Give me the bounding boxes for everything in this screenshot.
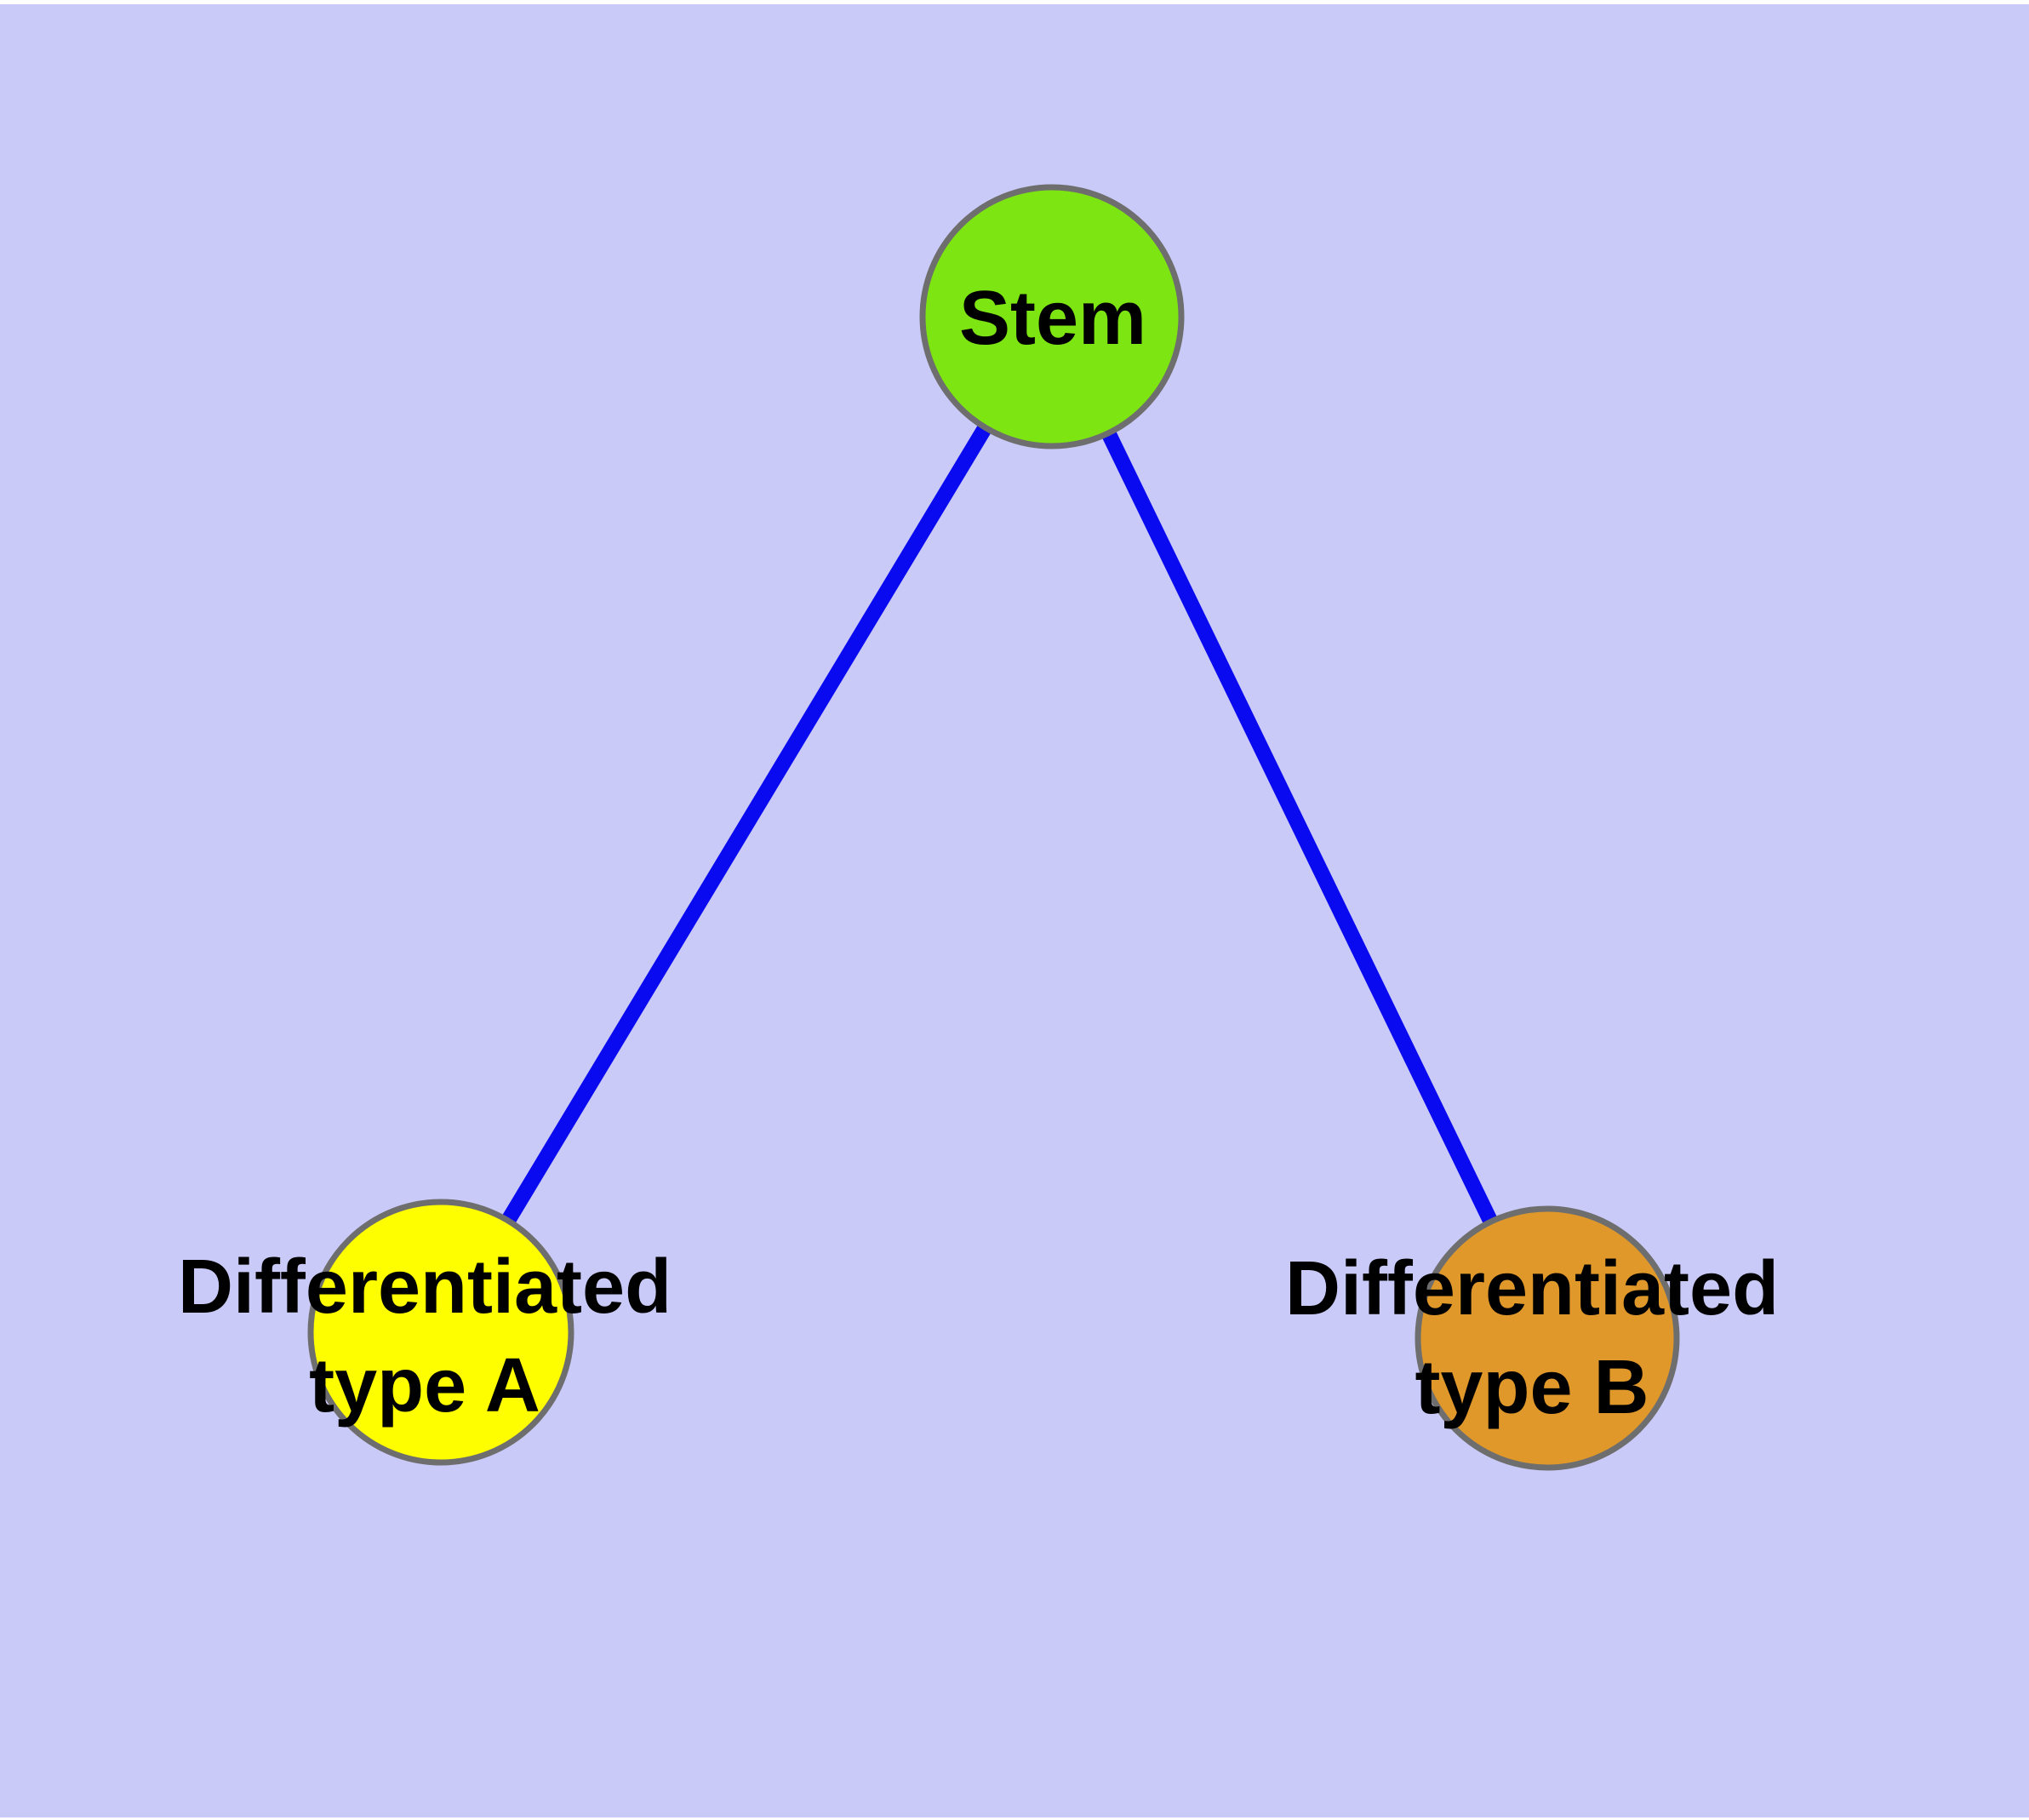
node-stem	[919, 184, 1185, 449]
node-diff-b	[1415, 1205, 1680, 1471]
edge-stem-to-diff-a	[434, 312, 1059, 1336]
node-diff-a	[307, 1199, 574, 1466]
edge-stem-to-diff-b	[1044, 313, 1555, 1342]
